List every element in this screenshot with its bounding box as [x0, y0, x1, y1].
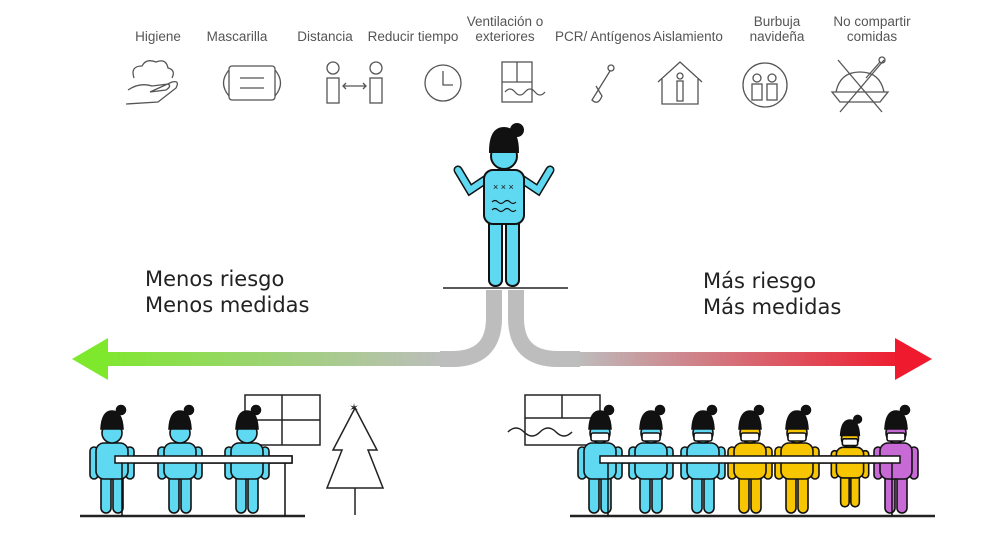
bubble-icon [742, 62, 788, 108]
guest-masked [830, 414, 870, 508]
svg-text:× × ×: × × × [493, 182, 514, 192]
svg-text:✶: ✶ [349, 401, 359, 415]
measure-label: Mascarilla [206, 29, 268, 44]
measure-icons [125, 56, 890, 113]
window-wind-icon [501, 61, 546, 103]
more-measures-label: Más medidas [703, 295, 842, 319]
measure-label: Burbuja navideña [749, 14, 805, 44]
table-legs [121, 463, 286, 516]
measure-label: PCR/ Antígenos [554, 29, 652, 44]
table-legs [607, 463, 893, 516]
guest [89, 404, 135, 514]
arrow-head-right [895, 338, 932, 380]
measure-label: Distancia [297, 29, 353, 44]
arrow-shaft-left [95, 352, 445, 366]
central-person: × × × [453, 123, 555, 287]
measure-label: Reducir tiempo [367, 29, 459, 44]
measure-label: Higiene [135, 29, 181, 44]
pipe-right [508, 290, 580, 367]
distance-icon [326, 61, 383, 104]
guest-masked [680, 404, 726, 514]
hand-cloud-icon [125, 60, 178, 105]
low-risk-label: Menos riesgo [145, 267, 285, 291]
arrow-shaft-right [575, 352, 908, 366]
measure-label: No compartir comidas [833, 14, 911, 44]
high-risk-text: Más riesgo Más medidas [703, 268, 841, 320]
wind [507, 427, 573, 437]
clock-icon [424, 64, 462, 102]
house-person-icon [657, 61, 703, 105]
measure-label: Ventilación o exteriores [466, 14, 544, 44]
mask-icon [222, 65, 282, 101]
fewer-measures-label: Menos medidas [145, 293, 310, 317]
low-risk-text: Menos riesgo Menos medidas [145, 266, 310, 318]
table-top-low [114, 455, 293, 464]
arrow-head-left [72, 338, 108, 380]
risk-arrow [72, 287, 932, 380]
christmas-tree-icon: ✶ [325, 401, 385, 515]
high-risk-label: Más riesgo [703, 269, 817, 293]
swab-icon [591, 64, 615, 103]
measure-label: Aislamiento [653, 29, 723, 44]
no-shared-food-icon [830, 56, 890, 113]
pipe-left [440, 290, 502, 367]
table-top-high [599, 455, 901, 464]
